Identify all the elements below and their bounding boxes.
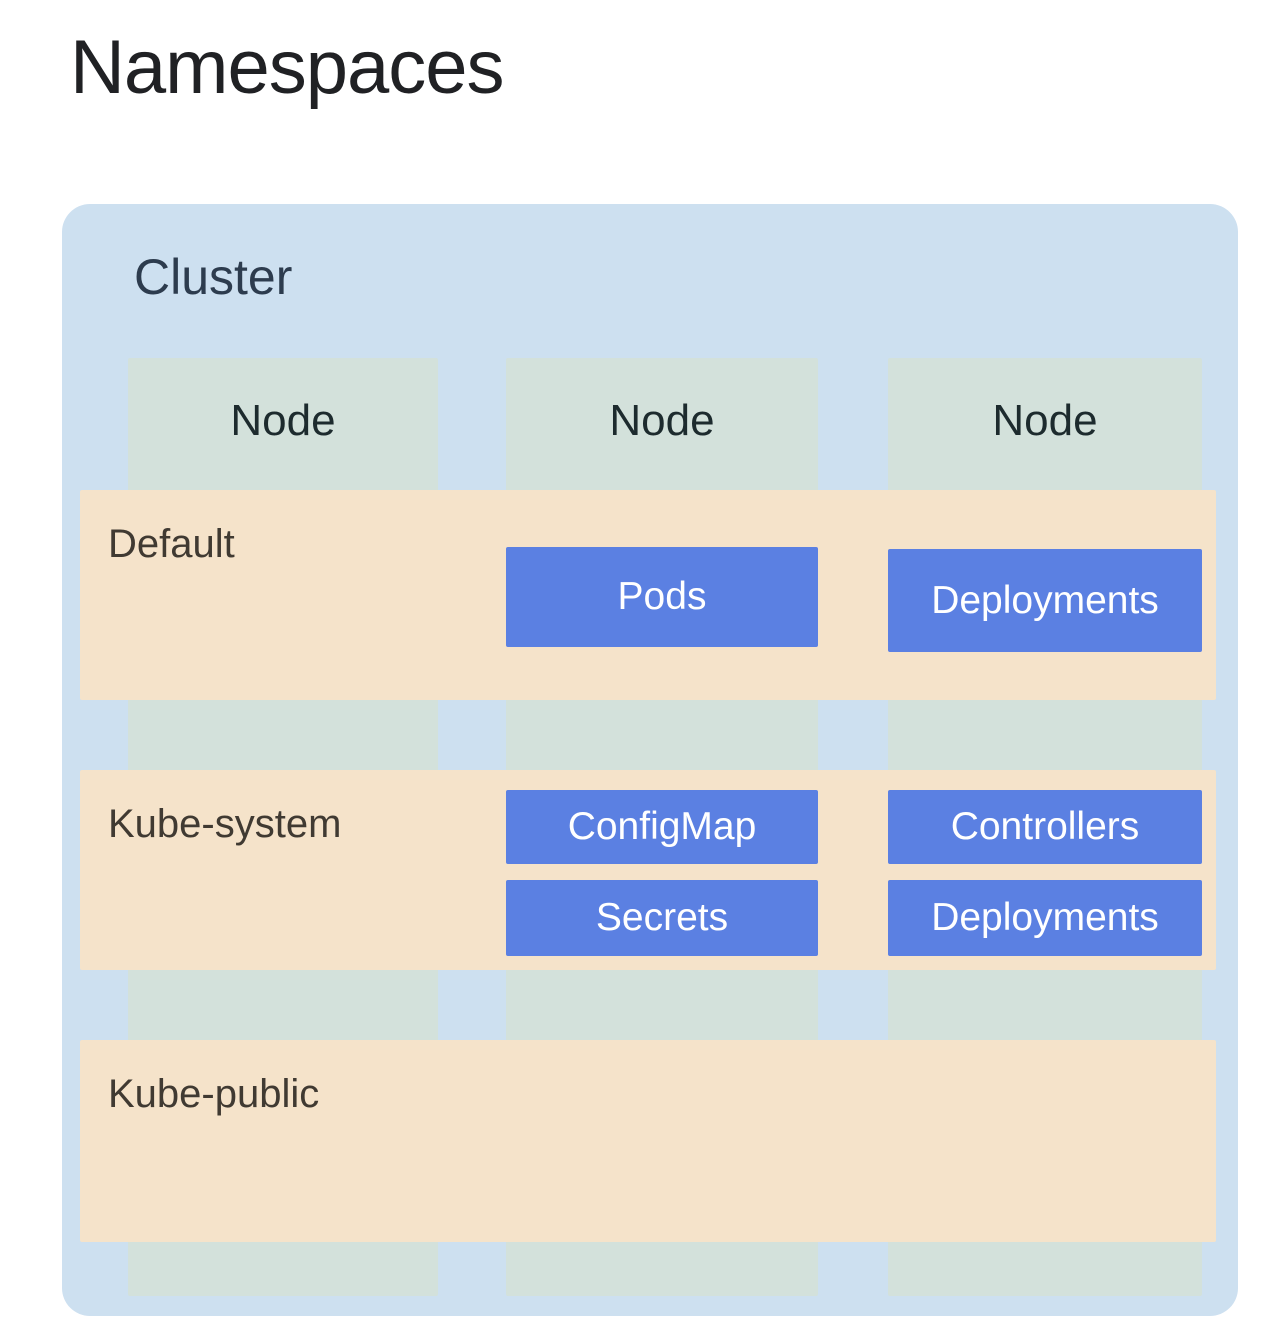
cluster-box: Cluster Node Node Node Default Kube-syst… [62, 204, 1238, 1316]
node-label-3: Node [992, 396, 1098, 445]
resource-box-deployments-kube-system: Deployments [888, 880, 1202, 956]
namespace-label-default: Default [108, 522, 235, 566]
namespace-label-kube-system: Kube-system [108, 802, 342, 846]
namespace-band-kube-public: Kube-public [80, 1040, 1216, 1242]
namespace-label-kube-public: Kube-public [108, 1072, 320, 1116]
resource-box-deployments-default: Deployments [888, 549, 1202, 652]
page-title: Namespaces [70, 25, 505, 110]
node-label-2: Node [609, 396, 715, 445]
node-label-1: Node [230, 396, 336, 445]
resource-box-configmap: ConfigMap [506, 790, 818, 864]
cluster-label: Cluster [134, 249, 293, 305]
resource-box-controllers: Controllers [888, 790, 1202, 864]
resource-box-secrets: Secrets [506, 880, 818, 956]
resource-box-pods: Pods [506, 547, 818, 647]
